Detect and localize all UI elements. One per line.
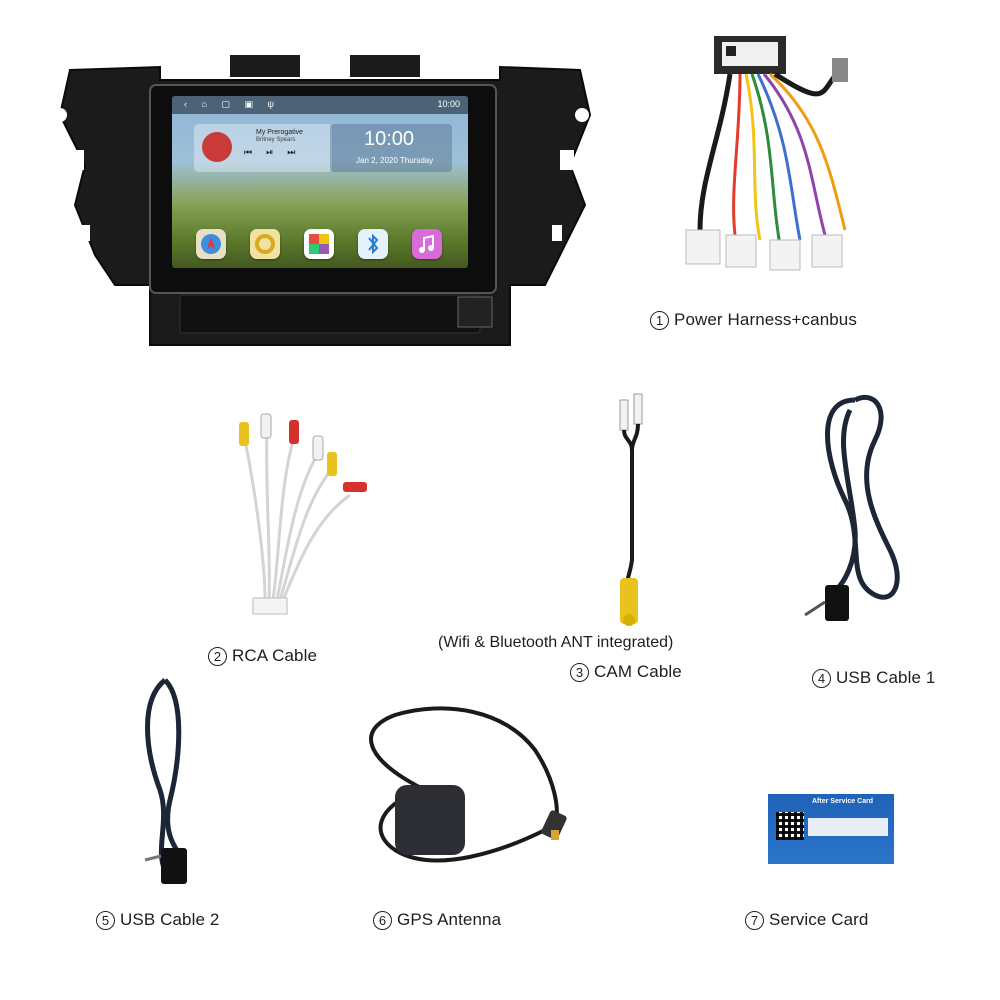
- power-harness-image: [685, 36, 848, 271]
- item-number: 6: [373, 910, 392, 930]
- item-number: 5: [96, 910, 115, 930]
- item-text: USB Cable 2: [120, 910, 220, 929]
- music-title: My Prerogative: [256, 129, 304, 136]
- item-text: CAM Cable: [594, 662, 682, 681]
- service-card-image: After Service Card: [768, 794, 894, 864]
- usb-cable-2-image: [144, 678, 187, 884]
- navigation-icon: [196, 229, 226, 259]
- music-icon: [412, 229, 442, 259]
- clock-date: Jan 2, 2020 Thursday: [356, 156, 434, 165]
- item-number: 2: [208, 646, 227, 666]
- item-text: RCA Cable: [232, 646, 317, 665]
- cam-cable-image: [619, 393, 643, 626]
- item-text: GPS Antenna: [397, 910, 502, 929]
- music-artist: Britney Spears: [256, 137, 296, 143]
- service-card-title: After Service Card: [812, 798, 874, 805]
- clock-time: 10:00: [364, 128, 415, 150]
- service-card-strip: [808, 818, 888, 836]
- item-text: Power Harness+canbus: [674, 310, 857, 329]
- album-art-icon: [202, 132, 232, 162]
- settings-icon: [250, 229, 280, 259]
- apps-icon: [304, 229, 334, 259]
- cam-note: (Wifi & Bluetooth ANT integrated): [438, 634, 674, 651]
- item-label-cam-cable: 3 CAM Cable: [570, 662, 682, 682]
- item-text: Service Card: [769, 910, 869, 929]
- item-number: 4: [812, 668, 831, 688]
- music-controls-icon: ⏮⏯⏭: [244, 147, 310, 157]
- item-number: 3: [570, 662, 589, 682]
- head-unit-screen: ‹ ⌂ ▢ ▣ ψ 10:00 My Prerogative Britney S…: [172, 96, 468, 268]
- item-label-usb-cable-2: 5 USB Cable 2: [96, 910, 219, 930]
- item-label-power-harness: 1 Power Harness+canbus: [650, 310, 857, 330]
- status-time: 10:00: [437, 99, 460, 109]
- qr-code-icon: [776, 812, 804, 840]
- music-widget: My Prerogative Britney Spears ⏮⏯⏭: [194, 124, 332, 172]
- bluetooth-icon: [358, 229, 388, 259]
- clock-widget: 10:00 Jan 2, 2020 Thursday: [330, 124, 452, 172]
- item-label-gps-antenna: 6 GPS Antenna: [373, 910, 501, 930]
- item-label-rca-cable: 2 RCA Cable: [208, 646, 317, 666]
- item-text: USB Cable 1: [836, 668, 936, 687]
- item-number: 7: [745, 910, 764, 930]
- item-label-service-card: 7 Service Card: [745, 910, 868, 930]
- gps-antenna-image: [369, 706, 567, 863]
- item-number: 1: [650, 310, 669, 330]
- usb-cable-1-image: [804, 395, 900, 621]
- status-bar: ‹ ⌂ ▢ ▣ ψ 10:00: [172, 96, 468, 114]
- nav-icons: ‹ ⌂ ▢ ▣ ψ: [184, 99, 280, 109]
- item-label-usb-cable-1: 4 USB Cable 1: [812, 668, 935, 688]
- rca-cable-image: [239, 413, 367, 615]
